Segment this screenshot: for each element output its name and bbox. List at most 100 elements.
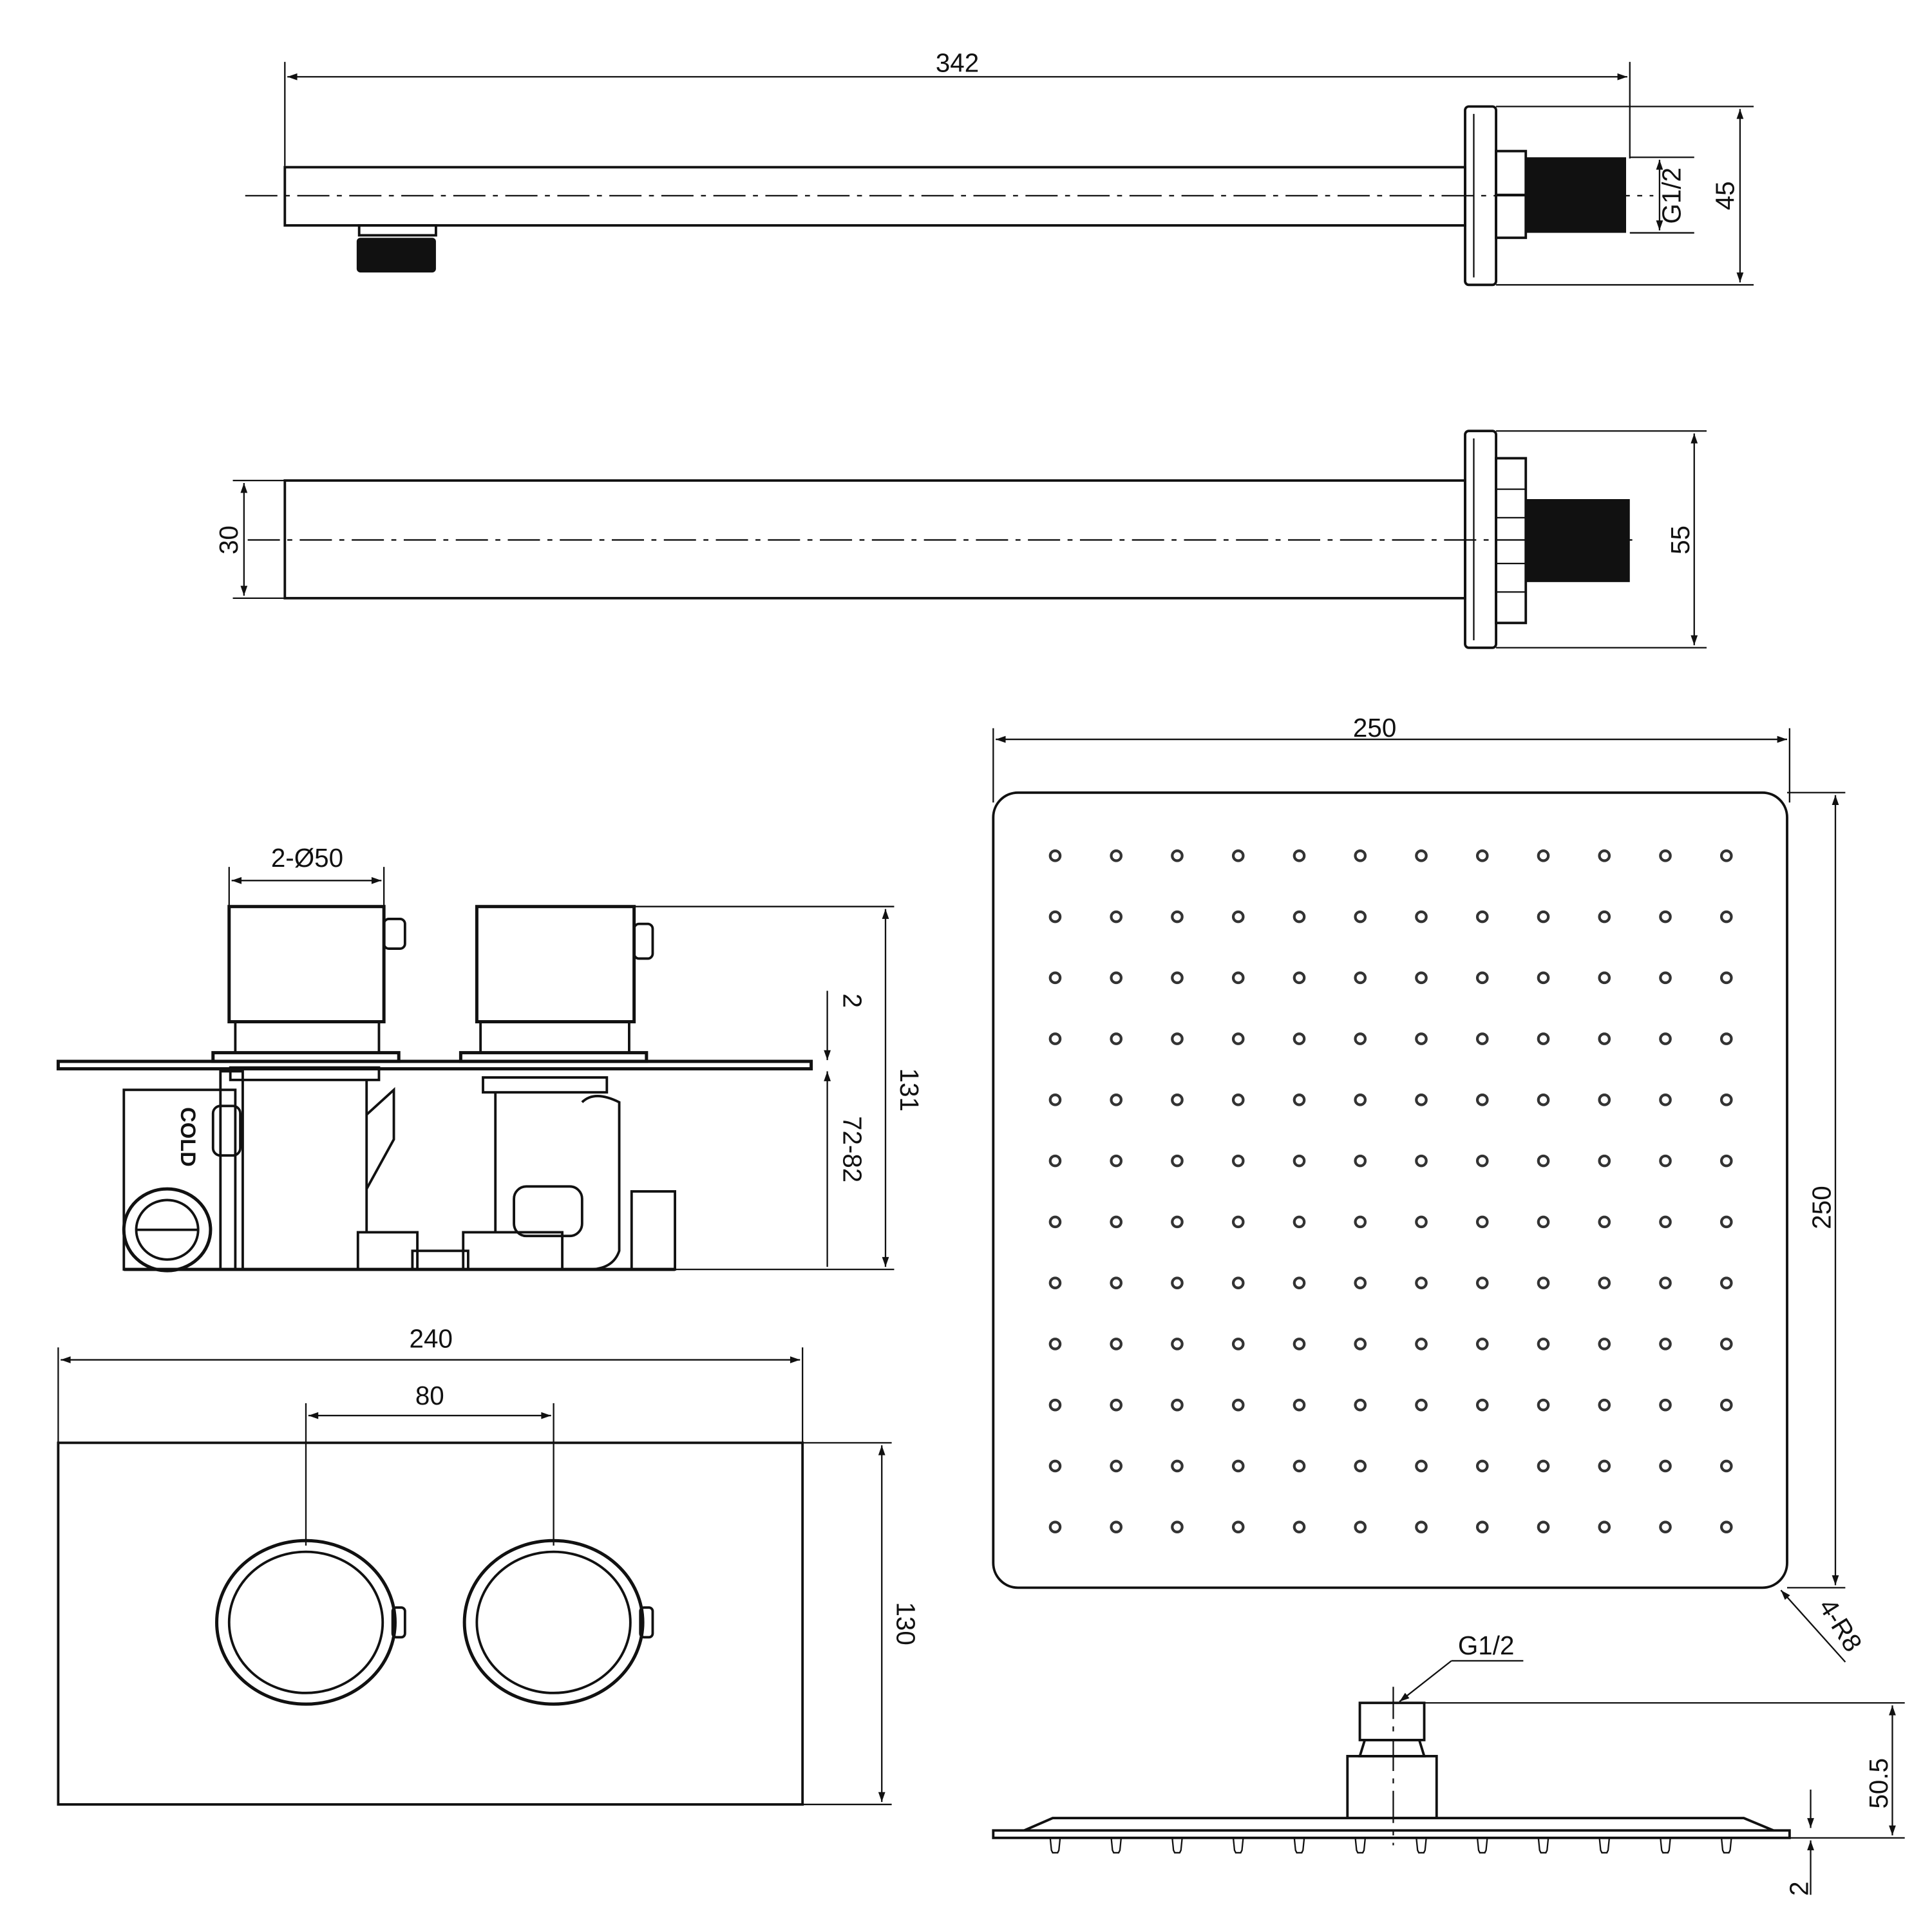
nozzle xyxy=(1475,1154,1489,1168)
nozzle xyxy=(1537,910,1550,923)
nozzle xyxy=(1415,1094,1428,1106)
nozzle xyxy=(1719,971,1733,985)
nozzle xyxy=(1171,1215,1184,1229)
nozzle xyxy=(1475,1094,1489,1106)
nozzle xyxy=(1415,849,1428,862)
nozzle xyxy=(1537,1459,1550,1473)
nozzle xyxy=(1598,849,1611,862)
side-nozzle xyxy=(1416,1837,1427,1854)
nozzle xyxy=(1048,1215,1062,1229)
dim-length-342: 342 xyxy=(936,48,979,78)
dim-width-240: 240 xyxy=(410,1323,453,1353)
handle-right-front xyxy=(462,1539,645,1706)
nozzle xyxy=(1354,1459,1367,1473)
thread-label-g12: G1/2 xyxy=(1458,1631,1515,1660)
nozzle xyxy=(1231,910,1245,923)
nozzle xyxy=(1475,1398,1489,1412)
side-nozzle xyxy=(1354,1837,1367,1854)
dim-corner-radius: 4-R8 xyxy=(1813,1593,1868,1657)
nozzle xyxy=(1231,971,1245,985)
nozzle xyxy=(1048,1520,1062,1533)
nozzle xyxy=(1354,1276,1367,1289)
nozzle xyxy=(1048,1154,1062,1168)
nozzle xyxy=(1415,971,1428,985)
nozzle xyxy=(1598,1276,1611,1289)
dim-width-250: 250 xyxy=(1353,713,1396,743)
nozzle xyxy=(1048,849,1062,862)
nozzle xyxy=(1110,1276,1123,1289)
nozzle xyxy=(1231,849,1245,862)
nozzle xyxy=(1719,1520,1733,1533)
nozzle xyxy=(1110,1094,1123,1106)
nozzle xyxy=(1537,1215,1550,1229)
nozzle xyxy=(1719,849,1733,862)
nozzle xyxy=(1598,1459,1611,1473)
nozzle xyxy=(1598,1520,1611,1533)
arm-top-view: 342 G1/2 45 xyxy=(245,48,1754,287)
nozzle xyxy=(1110,849,1123,862)
nozzle xyxy=(1171,1154,1184,1168)
side-nozzle xyxy=(1476,1837,1488,1854)
nozzle xyxy=(1415,1032,1428,1045)
nozzle xyxy=(1171,910,1184,923)
nozzle xyxy=(1598,910,1611,923)
nozzle xyxy=(1231,1276,1245,1289)
outlet-fitting xyxy=(356,224,437,273)
nozzle xyxy=(1475,1215,1489,1229)
nozzle xyxy=(1415,1459,1428,1473)
nozzle xyxy=(1659,1276,1672,1289)
nozzle xyxy=(1537,1154,1550,1168)
nozzle xyxy=(1415,1215,1428,1229)
nozzle xyxy=(1719,1154,1733,1168)
nozzle xyxy=(1110,1520,1123,1533)
nozzle xyxy=(1415,1338,1428,1350)
nozzle xyxy=(1171,1276,1184,1289)
nozzle xyxy=(1475,1032,1489,1045)
nozzle xyxy=(1048,1094,1062,1106)
nozzle xyxy=(1048,1276,1062,1289)
nozzle xyxy=(1354,1032,1367,1045)
nozzle xyxy=(1537,1520,1550,1533)
dim-thread-g12: G1/2 xyxy=(1657,167,1687,224)
dim-handle-diameter: 2-Ø50 xyxy=(271,843,343,873)
dim-depth-72-82: 72-82 xyxy=(838,1116,867,1182)
nozzle xyxy=(1293,1338,1306,1350)
side-nozzle xyxy=(1293,1837,1305,1854)
nozzle xyxy=(1354,1094,1367,1106)
handle-right xyxy=(459,905,654,1063)
thread-icon xyxy=(1526,157,1626,233)
dim-height-130: 130 xyxy=(891,1602,920,1645)
nozzle xyxy=(1719,1032,1733,1045)
nozzle xyxy=(1048,1032,1062,1045)
nozzle xyxy=(1231,1032,1245,1045)
nozzle xyxy=(1354,971,1367,985)
nozzle xyxy=(1415,1398,1428,1412)
nozzle xyxy=(1475,1520,1489,1533)
side-nozzle xyxy=(1049,1837,1061,1854)
nozzle xyxy=(1231,1338,1245,1350)
nozzle xyxy=(1475,1338,1489,1350)
nozzle xyxy=(1659,1338,1672,1350)
handle-left-front xyxy=(215,1539,397,1706)
nozzle xyxy=(1598,1032,1611,1045)
dim-arm-30: 30 xyxy=(214,526,243,554)
valve-body: COLD xyxy=(122,1066,676,1273)
dim-plate-2-side: 2 xyxy=(1785,1881,1814,1895)
nozzle xyxy=(1719,1338,1733,1350)
nozzle xyxy=(1110,1459,1123,1473)
nozzle xyxy=(1171,849,1184,862)
nozzle xyxy=(1415,1154,1428,1168)
nozzle xyxy=(1293,1154,1306,1168)
nozzle xyxy=(1048,971,1062,985)
nozzle xyxy=(1293,1398,1306,1412)
dim-plate-2: 2 xyxy=(838,994,867,1008)
nozzle xyxy=(1293,910,1306,923)
nozzle xyxy=(1110,971,1123,985)
nozzle xyxy=(1354,910,1367,923)
nozzle xyxy=(1537,849,1550,862)
nozzle xyxy=(1231,1520,1245,1533)
nozzle xyxy=(1719,1094,1733,1106)
nozzle xyxy=(1537,1338,1550,1350)
nozzle xyxy=(1598,1154,1611,1168)
